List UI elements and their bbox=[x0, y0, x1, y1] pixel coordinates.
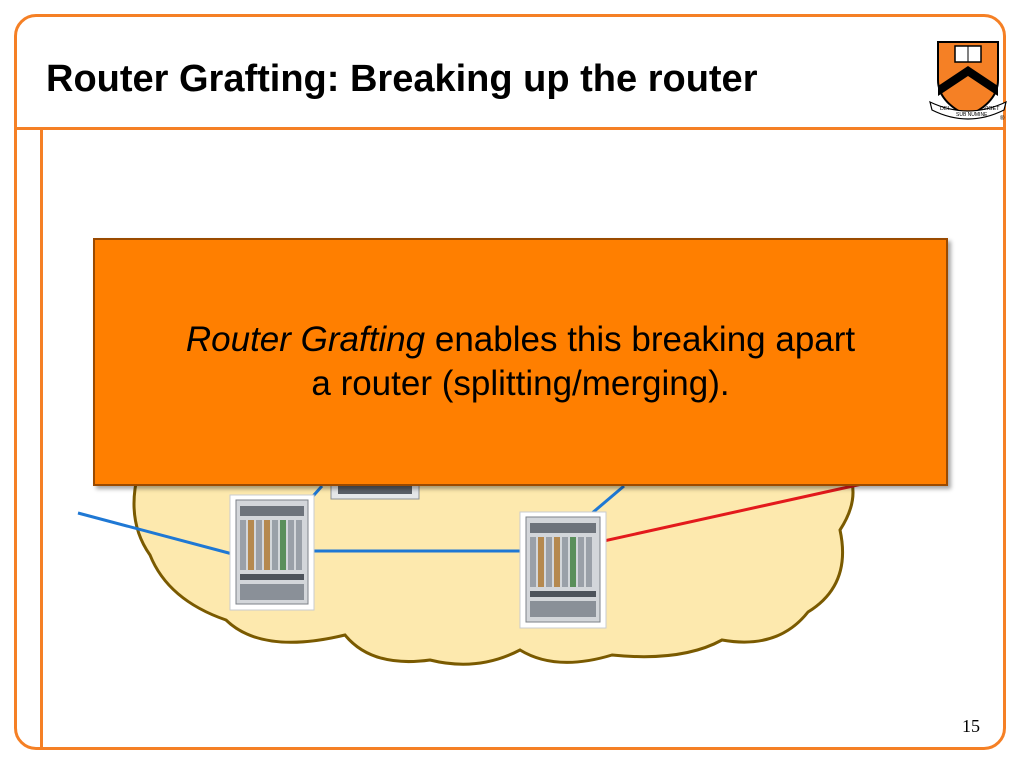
shield-banner bbox=[929, 100, 1007, 120]
callout-line1-rest: enables this breaking apart bbox=[425, 320, 856, 360]
registered-mark: ® bbox=[1000, 115, 1005, 122]
shield-chevron bbox=[938, 66, 998, 96]
banner-text-right: VIGET bbox=[983, 106, 1000, 112]
callout-emphasis: Router Grafting bbox=[185, 320, 426, 360]
callout-line2: a router (splitting/merging). bbox=[311, 364, 730, 403]
router-a bbox=[229, 494, 315, 611]
slide-title: Router Grafting: Breaking up the router bbox=[46, 58, 758, 100]
banner-text-left: DEI bbox=[940, 106, 950, 112]
router-b bbox=[519, 511, 607, 629]
banner-text-middle: SUB NUMINE bbox=[956, 112, 988, 118]
link-left-external bbox=[77, 511, 241, 558]
link-red-external bbox=[580, 482, 863, 548]
page-number: 15 bbox=[962, 716, 980, 736]
university-shield-logo: DEI SUB NUMINE VIGET ® bbox=[929, 41, 1007, 122]
callout-text: Router Grafting enables this breaking ap… bbox=[166, 318, 875, 406]
title-divider bbox=[14, 127, 1006, 130]
side-divider bbox=[40, 130, 43, 750]
slide-frame bbox=[14, 14, 1006, 750]
callout-box: Router Grafting enables this breaking ap… bbox=[93, 238, 948, 486]
